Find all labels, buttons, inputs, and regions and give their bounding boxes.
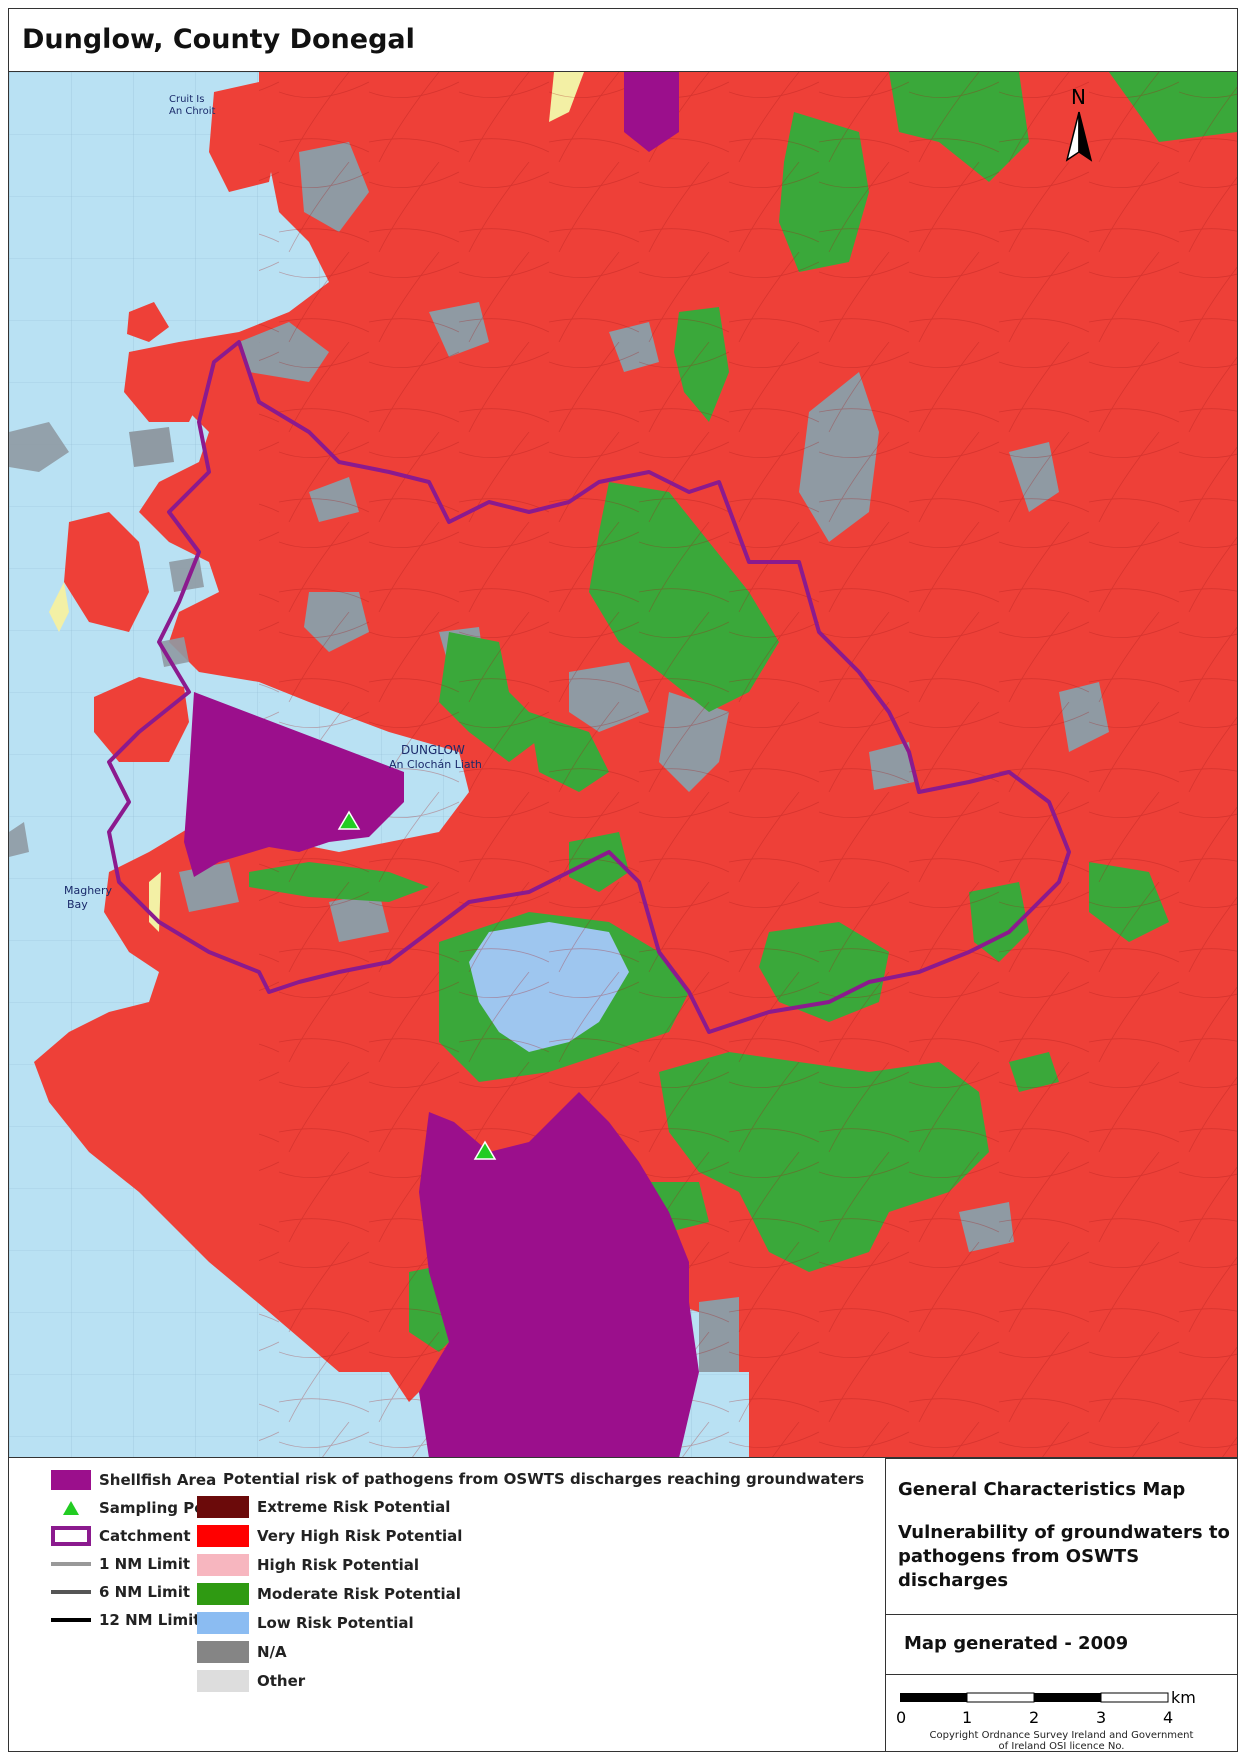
- catchment-swatch: [51, 1526, 91, 1546]
- island-west-1: [64, 512, 149, 632]
- sampling-point-2[interactable]: [473, 1140, 497, 1160]
- legend-label: Sampling Point: [99, 1499, 228, 1517]
- title-bar: Dunglow, County Donegal: [8, 8, 1238, 72]
- legend-item-moderate: Moderate Risk Potential: [197, 1583, 461, 1605]
- shellfish-area-south-bay: [419, 1092, 699, 1457]
- legend-heading: Potential risk of pathogens from OSWTS d…: [223, 1470, 865, 1488]
- catchment-boundary: [107, 340, 1071, 1034]
- legend-item-very-high: Very High Risk Potential: [197, 1525, 462, 1547]
- copyright-notice: Copyright Ordnance Survey Ireland and Go…: [886, 1730, 1237, 1752]
- legend-label: 12 NM Limit: [99, 1611, 201, 1629]
- legend-label: High Risk Potential: [257, 1556, 420, 1574]
- legend-label: Shellfish Area: [99, 1471, 217, 1489]
- road-network: [259, 72, 1237, 1457]
- shellfish-area-north: [624, 72, 679, 152]
- swatch-very-high: [197, 1525, 249, 1547]
- sand-strip-west: [49, 582, 69, 632]
- info-title-box: General Characteristics Map Vulnerabilit…: [886, 1458, 1237, 1615]
- place-label-dunglow-irish: An Clochán Liath: [389, 758, 482, 771]
- scale-tick: 1: [962, 1708, 972, 1727]
- map-svg: Cruit Is An Chroit DUNGLOW An Clochán Li…: [9, 72, 1237, 1457]
- legend-item-1nm: 1 NM Limit: [51, 1554, 190, 1574]
- place-label-maghery: Maghery: [64, 884, 112, 897]
- svg-text:N: N: [1071, 85, 1086, 109]
- legend-item-high: High Risk Potential: [197, 1554, 419, 1576]
- legend-item-shellfish: Shellfish Area: [51, 1470, 216, 1490]
- shellfish-swatch: [51, 1470, 91, 1490]
- sampling-point-1[interactable]: [337, 810, 361, 830]
- place-label-maghery-bay: Bay: [67, 898, 88, 911]
- scale-seg-2: [966, 1692, 1035, 1703]
- scale-seg-4: [1100, 1692, 1169, 1703]
- place-label-dunglow: DUNGLOW: [401, 743, 465, 757]
- legend-item-na: N/A: [197, 1641, 287, 1663]
- legend-item-other: Other: [197, 1670, 305, 1692]
- legend-label: Low Risk Potential: [257, 1614, 414, 1632]
- legend-item-catchment: Catchment: [51, 1526, 191, 1546]
- scale-tick: 3: [1096, 1708, 1106, 1727]
- info-panel: General Characteristics Map Vulnerabilit…: [885, 1458, 1237, 1752]
- scale-seg-3: [1034, 1693, 1101, 1702]
- swatch-other: [197, 1670, 249, 1692]
- island-west-5: [127, 302, 169, 342]
- scale-tick: 4: [1163, 1708, 1173, 1727]
- scale-bar: km 0 1 2 3 4: [896, 1688, 1196, 1727]
- island-west-3: [124, 342, 209, 422]
- swatch-na: [197, 1641, 249, 1663]
- swatch-high: [197, 1554, 249, 1576]
- shellfish-area-dunglow-bay: [184, 692, 404, 877]
- copyright-line-1: Copyright Ordnance Survey Ireland and Go…: [929, 1730, 1194, 1741]
- map-title: Dunglow, County Donegal: [22, 24, 415, 55]
- legend-label: Very High Risk Potential: [257, 1527, 463, 1545]
- swatch-low: [197, 1612, 249, 1634]
- legend-item-6nm: 6 NM Limit: [51, 1582, 190, 1602]
- map-generated-label: Map generated - 2009: [904, 1633, 1129, 1654]
- north-arrow-icon: N: [1065, 85, 1093, 162]
- scale-tick: 0: [896, 1708, 906, 1727]
- legend-item-low: Low Risk Potential: [197, 1612, 414, 1634]
- legend-label: Extreme Risk Potential: [257, 1498, 451, 1516]
- place-label-cruit: Cruit Is: [169, 94, 204, 105]
- scale-unit: km: [1171, 1688, 1196, 1707]
- line-swatch-12nm: [51, 1610, 91, 1630]
- legend-label: Other: [257, 1672, 306, 1690]
- legend-label: 1 NM Limit: [99, 1555, 191, 1573]
- legend-label: Catchment: [99, 1527, 191, 1545]
- legend-item-12nm: 12 NM Limit: [51, 1610, 200, 1630]
- island-west-2: [94, 677, 189, 762]
- offshore-rocks: [9, 422, 204, 857]
- info-generated-box: Map generated - 2009: [886, 1615, 1237, 1675]
- place-label-cruit-irish: An Chroit: [169, 106, 215, 117]
- swatch-extreme: [197, 1496, 249, 1518]
- scale-tick: 2: [1029, 1708, 1039, 1727]
- legend-item-extreme: Extreme Risk Potential: [197, 1496, 450, 1518]
- scale-seg-1: [900, 1693, 967, 1702]
- legend-item-sampling: Sampling Point: [51, 1498, 228, 1518]
- map-canvas[interactable]: Cruit Is An Chroit DUNGLOW An Clochán Li…: [9, 72, 1237, 1458]
- info-map-subtitle: Vulnerability of groundwaters to pathoge…: [898, 1522, 1230, 1591]
- line-swatch-1nm: [51, 1554, 91, 1574]
- line-swatch-6nm: [51, 1582, 91, 1602]
- map-frame: [8, 8, 1238, 1752]
- legend-label: 6 NM Limit: [99, 1583, 191, 1601]
- info-map-title: General Characteristics Map: [898, 1479, 1186, 1500]
- copyright-line-2: of Ireland OSI licence No.: [998, 1741, 1125, 1752]
- legend-panel: Potential risk of pathogens from OSWTS d…: [9, 1458, 885, 1751]
- triangle-icon: [51, 1498, 91, 1518]
- legend-label: Moderate Risk Potential: [257, 1585, 461, 1603]
- legend-label: N/A: [257, 1643, 287, 1661]
- swatch-moderate: [197, 1583, 249, 1605]
